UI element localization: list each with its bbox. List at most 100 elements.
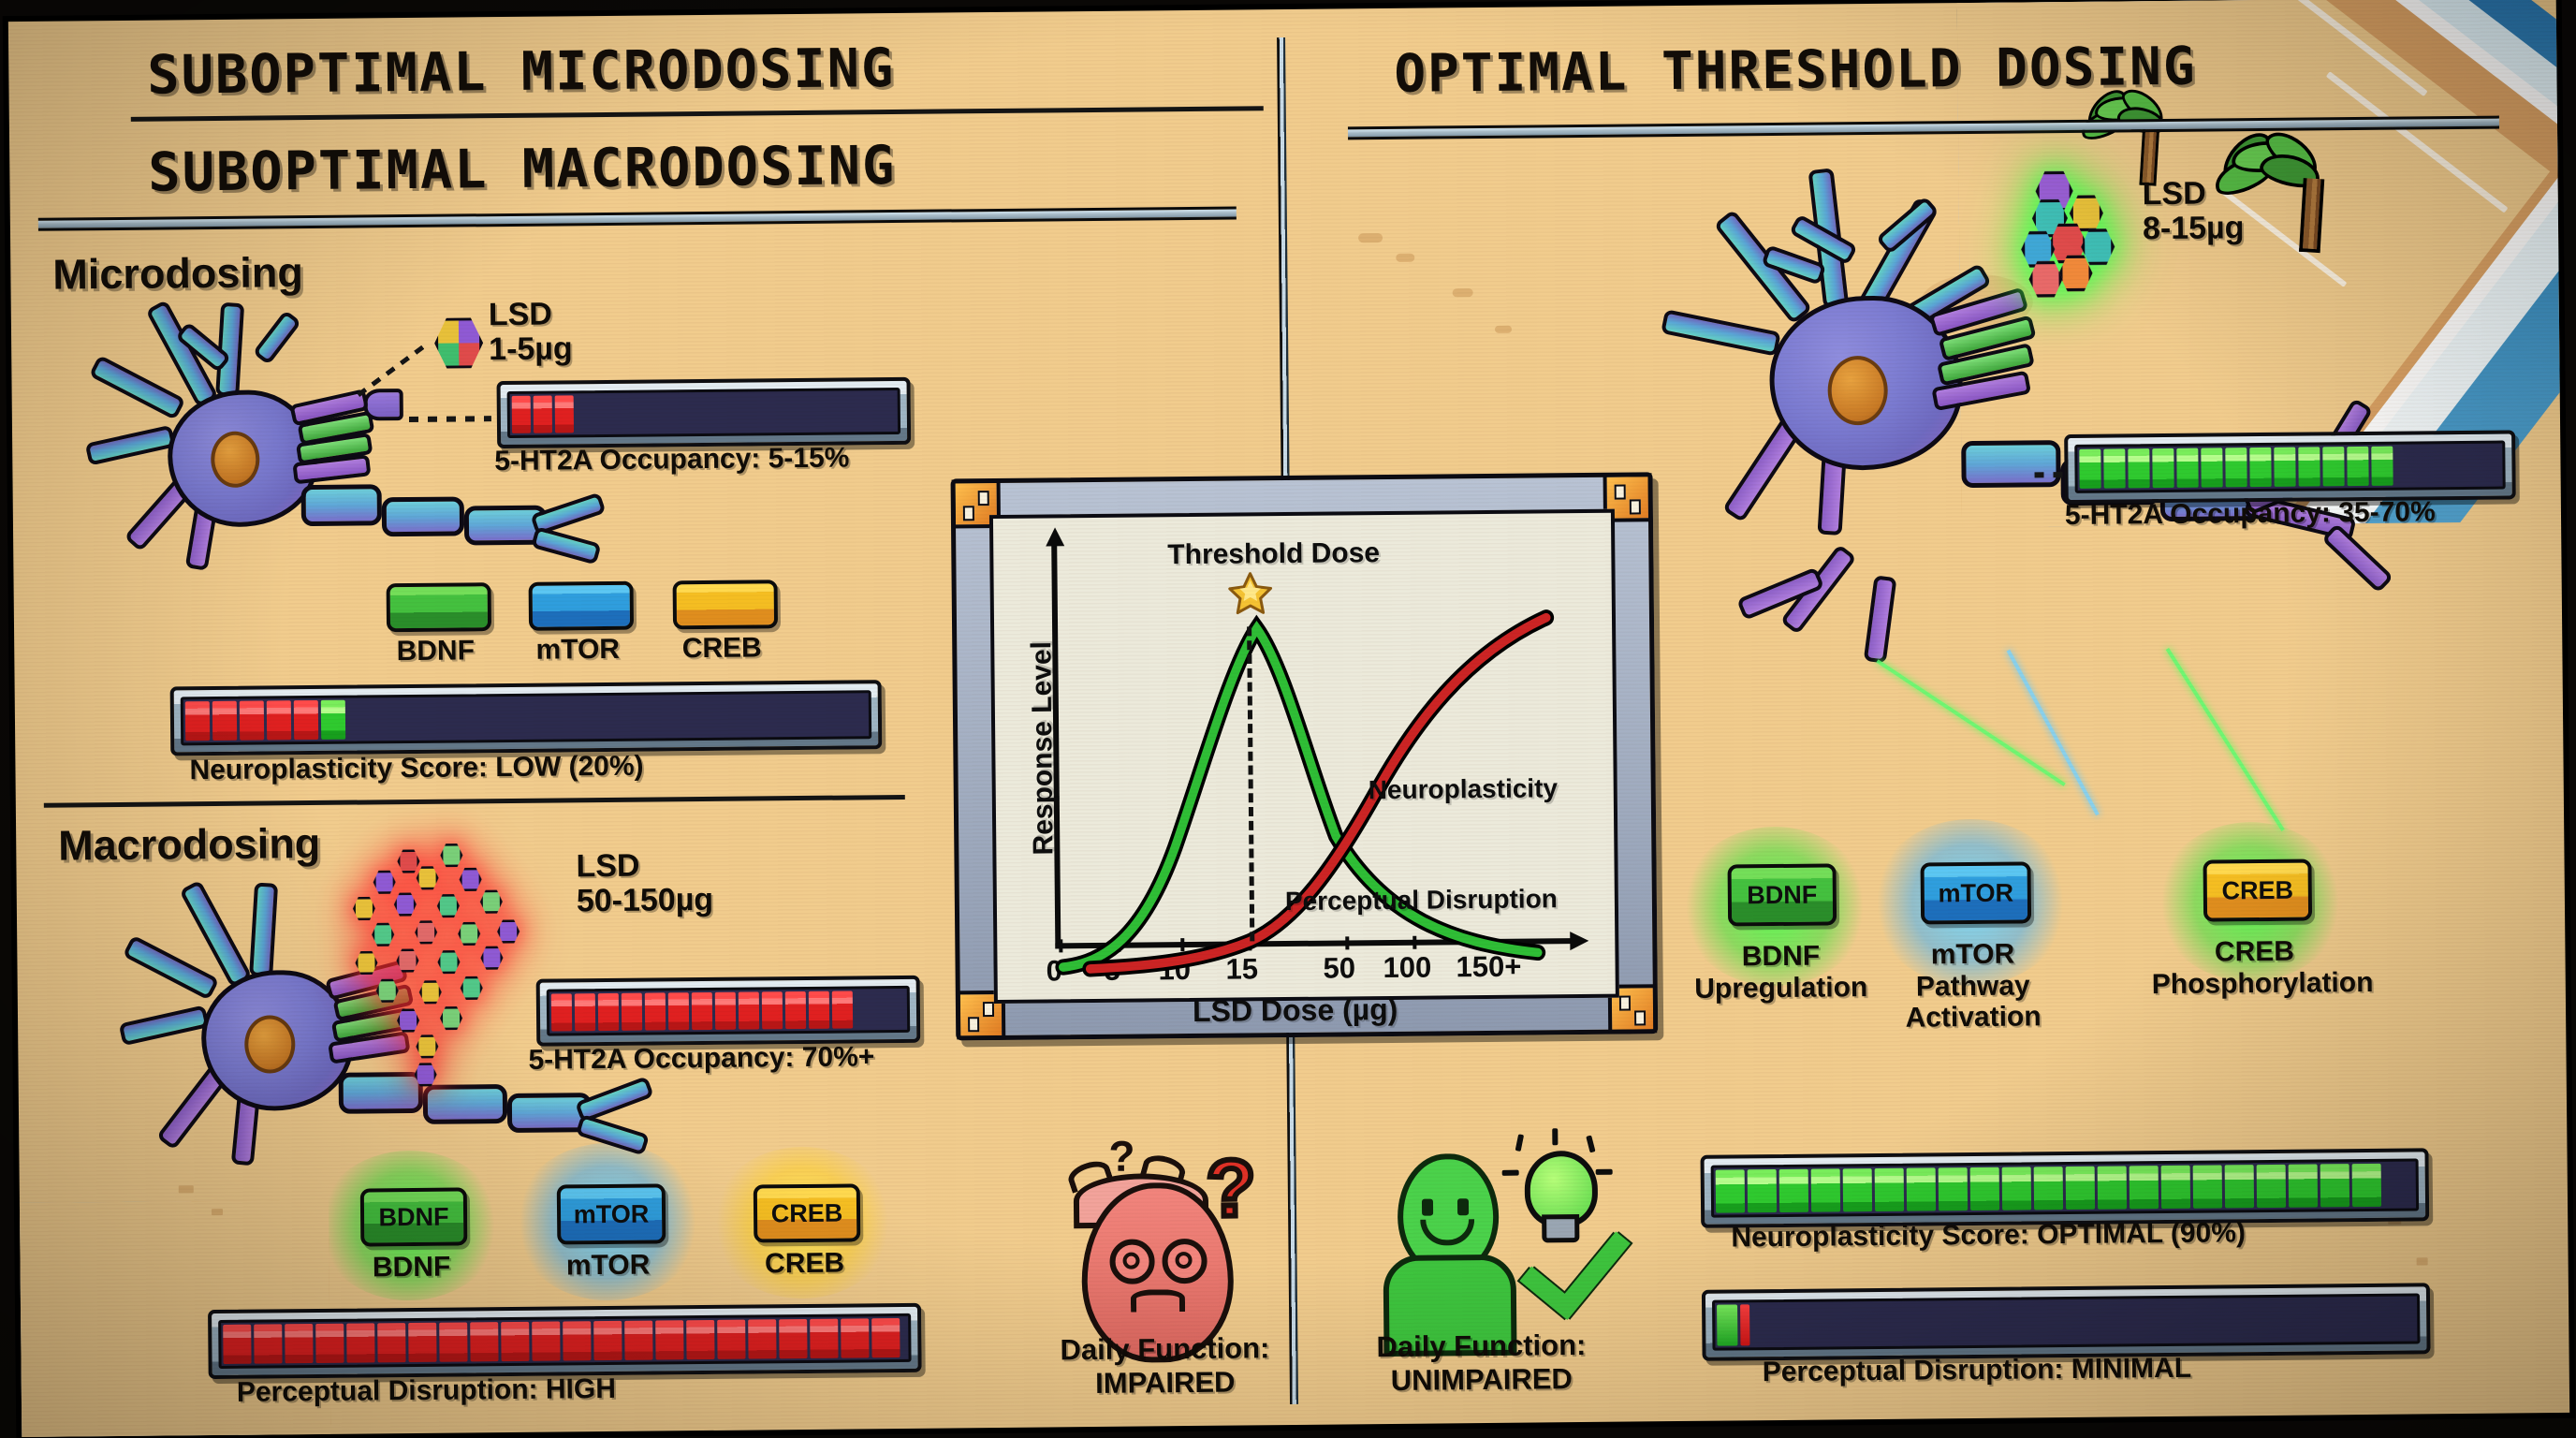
occupancy-meter-macro	[535, 975, 921, 1047]
meter-segment	[810, 1318, 839, 1358]
meter-segment	[554, 395, 575, 433]
lsd-dose-label-macro: LSD 50-150µg	[576, 847, 714, 919]
protein-chip-mtor-optimal[interactable]: mTOR	[1920, 861, 2032, 925]
sand-speckle	[1494, 325, 1513, 333]
protein-chip-creb-optimal[interactable]: CREB	[2203, 858, 2313, 922]
plasticity-caption-optimal: Neuroplasticity Score: OPTIMAL (90%)	[1731, 1217, 2247, 1254]
meter-segment	[1740, 1304, 1750, 1346]
protein-label-bdnf-optimal: BDNF Upregulation	[1694, 940, 1868, 1005]
protein-chip-creb-macro[interactable]: CREB	[753, 1183, 861, 1243]
meter-segment	[621, 992, 643, 1031]
lsd-dose-label-optimal: LSD 8-15µg	[2142, 175, 2245, 246]
daily-function-impaired-caption: Daily Function: IMPAIRED	[1060, 1331, 1270, 1400]
meter-segment	[2128, 448, 2150, 489]
disruption-caption-optimal: Perceptual Disruption: MINIMAL	[1762, 1352, 2192, 1388]
meter-segment	[655, 1320, 684, 1360]
meter-segment	[2371, 446, 2393, 486]
y-axis-label: Response Level	[1026, 640, 1060, 856]
meter-segment	[2322, 447, 2345, 487]
meter-segment	[1747, 1169, 1778, 1213]
occupancy-meter-micro	[496, 376, 912, 449]
occupancy-caption-macro: 5-HT2A Occupancy: 70%+	[528, 1041, 875, 1076]
dendrite	[1863, 575, 1897, 664]
signal-line-creb	[2165, 647, 2285, 831]
protein-label-bdnf-macro: BDNF	[372, 1251, 451, 1284]
protein-label-creb-micro: CREB	[681, 632, 762, 665]
section-title-microdosing: Microdosing	[52, 248, 304, 299]
meter-segment	[2256, 1164, 2287, 1209]
meter-segment	[593, 1320, 622, 1361]
meter-segment	[686, 1319, 715, 1360]
protein-chip-bdnf-macro[interactable]: BDNF	[359, 1187, 468, 1247]
meter-segment	[320, 699, 346, 740]
meter-segment	[285, 1324, 314, 1364]
meter-segment	[511, 395, 532, 433]
protein-chip-bdnf-optimal[interactable]: BDNF	[1727, 863, 1837, 927]
meter-segment	[2347, 446, 2369, 487]
meter-segment	[532, 1321, 561, 1361]
meter-segment	[2224, 1165, 2255, 1209]
plasticity-caption-micro: Neuroplasticity Score: LOW (20%)	[189, 750, 644, 786]
meter-segment	[574, 993, 596, 1032]
meter-segment	[1717, 1304, 1738, 1346]
series-label-neuroplasticity: Neuroplasticity	[1368, 773, 1559, 805]
dose-response-chart: 0 5 10 15 50 100 150+ Threshold Dose Neu…	[950, 472, 1659, 1041]
chart-curves	[1055, 609, 1555, 977]
title-suboptimal-macrodosing: SUBOPTIMAL MACRODOSING	[148, 135, 897, 204]
protein-chip-mtor-micro[interactable]	[528, 580, 635, 631]
protein-chip-bdnf-micro[interactable]	[386, 582, 492, 633]
protein-chip-text: mTOR	[573, 1199, 650, 1228]
meter-segment	[2274, 447, 2296, 487]
meter-segment	[501, 1321, 530, 1362]
meter-segment	[624, 1320, 653, 1360]
sand-speckle	[1358, 233, 1383, 243]
meter-segment	[748, 1319, 777, 1359]
protein-label-mtor-optimal: mTOR Pathway Activation	[1905, 938, 2042, 1034]
disruption-meter-optimal	[1701, 1283, 2431, 1361]
x-axis-label: LSD Dose (µg)	[1192, 991, 1398, 1029]
threshold-star-icon	[1228, 572, 1273, 615]
meter-segment	[1715, 1169, 1746, 1213]
occupancy-caption-optimal: 5-HT2A Occupancy: 35-70%	[2064, 496, 2436, 532]
meter-segment	[2033, 1167, 2064, 1211]
meter-segment	[1842, 1168, 1873, 1212]
meter-segment	[831, 990, 854, 1029]
occupancy-meter-track	[506, 387, 901, 439]
confused-face-icon: ? ?	[1041, 1132, 1286, 1364]
meter-segment	[761, 991, 783, 1030]
meter-segment	[2065, 1166, 2096, 1211]
disruption-meter-macro	[208, 1302, 922, 1380]
meter-segment	[1938, 1167, 1969, 1211]
protein-label-bdnf-micro: BDNF	[396, 635, 476, 668]
chart-title-threshold-dose: Threshold Dose	[1167, 537, 1381, 571]
meter-segment	[1969, 1167, 2000, 1211]
meter-segment	[2320, 1164, 2350, 1208]
title-divider-1	[130, 106, 1264, 122]
meter-segment	[2097, 1166, 2128, 1210]
title-suboptimal-microdosing: SUBOPTIMAL MICRODOSING	[147, 37, 896, 107]
disruption-meter-track	[218, 1313, 912, 1370]
section-title-macrodosing: Macrodosing	[58, 818, 321, 870]
meter-segment	[2298, 447, 2320, 487]
meter-segment	[784, 990, 807, 1030]
meter-segment	[2001, 1167, 2032, 1211]
disruption-caption-macro: Perceptual Disruption: HIGH	[236, 1372, 617, 1408]
occupancy-meter-optimal	[2064, 430, 2516, 505]
meter-segment	[408, 1322, 437, 1363]
meter-segment	[2079, 448, 2101, 489]
protein-chip-creb-micro[interactable]	[672, 580, 779, 630]
protein-chip-text: mTOR	[1938, 878, 2014, 907]
leader-dots	[408, 416, 491, 423]
sand-speckle	[1396, 253, 1415, 262]
occupancy-meter-track	[2074, 440, 2506, 493]
palm-tree-icon	[2209, 123, 2373, 287]
meter-segment	[563, 1321, 592, 1361]
meter-segment	[691, 991, 713, 1031]
meter-segment	[184, 701, 211, 741]
meter-segment	[597, 992, 620, 1032]
signal-line-bdnf	[1876, 659, 2066, 786]
infographic-card: SUBOPTIMAL MICRODOSING SUBOPTIMAL MACROD…	[7, 0, 2570, 1438]
protein-chip-mtor-macro[interactable]: mTOR	[556, 1183, 666, 1245]
meter-segment	[841, 1318, 870, 1358]
meter-segment	[1810, 1168, 1841, 1212]
